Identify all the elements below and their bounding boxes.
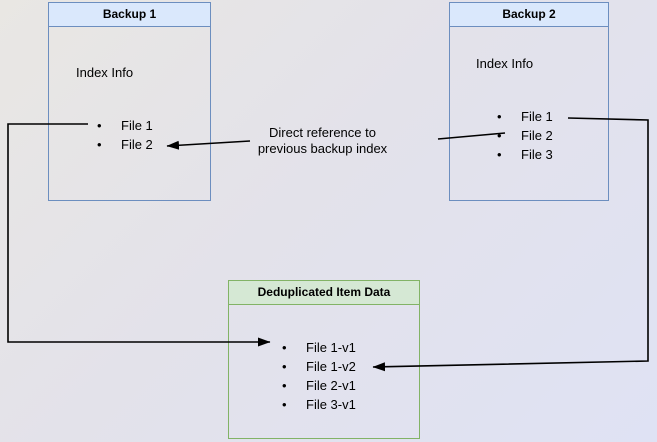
direct-reference-annotation: Direct reference to previous backup inde… bbox=[240, 125, 405, 157]
backup2-file-list: • File 1 • File 2 • File 3 bbox=[497, 107, 553, 164]
backup1-file-list: • File 1 • File 2 bbox=[97, 116, 153, 154]
dedup-file-list: • File 1-v1 • File 1-v2 • File 2-v1 • Fi… bbox=[282, 338, 356, 414]
backup2-title: Backup 2 bbox=[450, 3, 608, 27]
file-label: File 2 bbox=[121, 137, 153, 152]
list-item: • File 2 bbox=[497, 126, 553, 145]
file-label: File 2 bbox=[521, 128, 553, 143]
backup2-box: Backup 2 Index Info • File 1 • File 2 • … bbox=[449, 2, 609, 201]
bullet-icon: • bbox=[282, 359, 287, 374]
list-item: • File 2 bbox=[97, 135, 153, 154]
file-label: File 1-v2 bbox=[306, 359, 356, 374]
file-label: File 3 bbox=[521, 147, 553, 162]
list-item: • File 3 bbox=[497, 145, 553, 164]
dedup-box: Deduplicated Item Data • File 1-v1 • Fil… bbox=[228, 280, 420, 439]
file-label: File 1 bbox=[521, 109, 553, 124]
backup1-index-info-label: Index Info bbox=[76, 65, 134, 80]
file-label: File 3-v1 bbox=[306, 397, 356, 412]
bullet-icon: • bbox=[497, 128, 502, 143]
bullet-icon: • bbox=[497, 147, 502, 162]
backup1-box: Backup 1 Index Info • File 1 • File 2 bbox=[48, 2, 211, 201]
annotation-line2: previous backup index bbox=[257, 141, 388, 156]
dedup-body: • File 1-v1 • File 1-v2 • File 2-v1 • Fi… bbox=[229, 305, 419, 438]
dedup-title: Deduplicated Item Data bbox=[229, 281, 419, 305]
list-item: • File 2-v1 bbox=[282, 376, 356, 395]
file-label: File 1-v1 bbox=[306, 340, 356, 355]
bullet-icon: • bbox=[97, 137, 102, 152]
backup2-body: Index Info • File 1 • File 2 • File 3 bbox=[450, 27, 608, 200]
bullet-icon: • bbox=[282, 397, 287, 412]
backup1-title: Backup 1 bbox=[49, 3, 210, 27]
file-label: File 1 bbox=[121, 118, 153, 133]
annotation-line1: Direct reference to bbox=[269, 125, 376, 140]
bullet-icon: • bbox=[282, 340, 287, 355]
list-item: • File 3-v1 bbox=[282, 395, 356, 414]
bullet-icon: • bbox=[497, 109, 502, 124]
file-label: File 2-v1 bbox=[306, 378, 356, 393]
bullet-icon: • bbox=[282, 378, 287, 393]
list-item: • File 1 bbox=[497, 107, 553, 126]
list-item: • File 1-v1 bbox=[282, 338, 356, 357]
list-item: • File 1 bbox=[97, 116, 153, 135]
bullet-icon: • bbox=[97, 118, 102, 133]
list-item: • File 1-v2 bbox=[282, 357, 356, 376]
backup2-index-info-label: Index Info bbox=[476, 56, 534, 71]
backup1-body: Index Info • File 1 • File 2 bbox=[49, 27, 210, 200]
